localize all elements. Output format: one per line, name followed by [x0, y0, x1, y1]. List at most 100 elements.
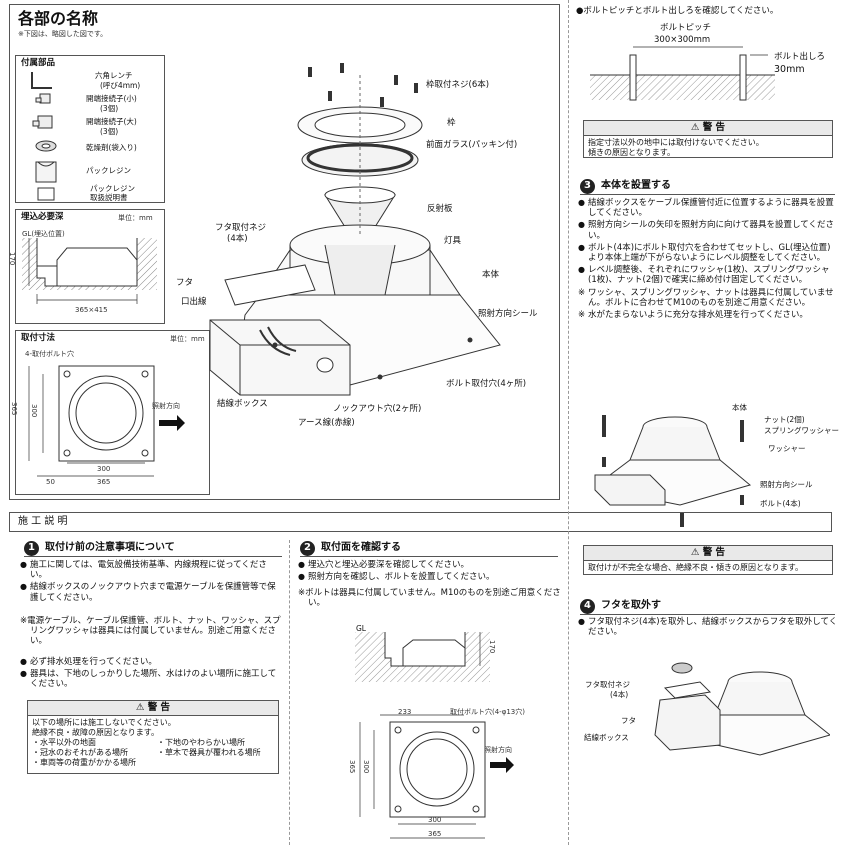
bolt-pitch-value: 300×300mm	[654, 35, 711, 45]
mount-unit: 単位：mm	[170, 335, 205, 343]
embed-depth-box	[15, 209, 165, 324]
label-earth: アース線(赤線)	[298, 418, 355, 428]
step4-label-lid: フタ	[621, 716, 636, 725]
step3-note: ワッシャ、スプリングワッシャ、ナットは器具に付属していません。ボルトに合わせてM…	[578, 288, 838, 308]
step1-header: 1 取付け前の注意事項について	[24, 540, 175, 556]
step3-item: 照射方向シールの矢印を照射方向に向けて器具を設置してください。	[578, 220, 838, 240]
step2-plan-diagram	[359, 714, 514, 839]
mount-dims-diagram	[28, 365, 185, 477]
embed-height: 170	[8, 252, 16, 266]
warning-step1: ⚠ 警 告 以下の場所には施工しないでください。 絶縁不良・故障の原因となります…	[27, 700, 279, 774]
acc-name-1: 開端接続子(小)	[86, 94, 137, 103]
label-knockout: ノックアウト穴(2ヶ所)	[333, 404, 422, 414]
warning-step1-intro-0: 以下の場所には施工しないでください。	[32, 718, 176, 727]
label-bolt-hole: ボルト取付穴(4ヶ所)	[446, 379, 527, 389]
embed-depth-diagram	[22, 238, 157, 304]
step1-item: 施工に関しては、電気設備技術基準、内線規程に従ってください。	[20, 560, 282, 580]
warning-bolt-line-1: 傾きの原因となります。	[588, 148, 675, 157]
embed-gl: GL(埋込位置)	[22, 230, 65, 238]
step3-item: ボルト(4本)にボルト取付穴を合わせてセットし、GL(埋込位置)より本体上端が下…	[578, 243, 838, 263]
step4-header: 4 フタを取外す	[580, 598, 661, 614]
large-connector-icon	[32, 115, 53, 129]
step1-underline	[24, 556, 282, 557]
hex-wrench-icon	[31, 72, 52, 89]
parts-note: ※下図は、略図した図です。	[18, 30, 108, 38]
label-frame-screw: 枠取付ネジ(6本)	[426, 80, 490, 90]
warning-step1-intro-1: 絶縁不良・故障の原因となります。	[32, 728, 159, 737]
step3-item: レベル調整後、それぞれにワッシャ(1枚)、スプリングワッシャ(1枚)、ナット(2…	[578, 265, 838, 285]
step1-list: 施工に関しては、電気設備技術基準、内線規程に従ってください。 結線ボックスのノッ…	[20, 560, 282, 605]
acc-detail-5: 取扱説明書	[90, 193, 128, 202]
step3-label-nut: ナット(2個)	[764, 415, 805, 424]
label-outlet: 口出線	[181, 297, 207, 307]
instructions-title: 施 工 説 明	[18, 516, 68, 527]
acc-detail-2: (3個)	[100, 127, 119, 136]
step2-note: ※ボルトは器具に付属していません。M10のものを別途ご用意ください。	[298, 588, 561, 609]
label-reflector: 反射板	[427, 204, 453, 214]
step2-number: 2	[300, 540, 315, 556]
step1-list-2: 必ず排水処理を行ってください。 器具は、下地のしっかりした場所、水はけのよい場所…	[20, 657, 282, 692]
acc-detail-1: (3個)	[100, 104, 119, 113]
step2-underline	[300, 556, 558, 557]
label-lid: フタ	[176, 278, 194, 288]
desiccant-icon	[35, 140, 57, 152]
parts-title: 各部の名称	[18, 9, 99, 28]
step2-direction: 照射方向	[484, 746, 512, 754]
step3-label-bolt: ボルト(4本)	[760, 499, 801, 508]
step2-list: 埋込穴と埋込必要深を確認してください。 照射方向を確認し、ボルトを設置してくださ…	[298, 560, 560, 584]
step4-list: フタ取付ネジ(4本)を取外し、結線ボックスからフタを取外してください。	[578, 617, 838, 639]
warning-bolt-line-0: 指定寸法以外の地中には取付けないでください。	[588, 138, 764, 147]
embed-unit: 単位：mm	[118, 214, 153, 222]
step1-item: 結線ボックスのノックアウト穴まで電源ケーブルを保護管等で保護してください。	[20, 582, 282, 602]
warning-step3-line: 取付けが不完全な場合、絶縁不良・傾きの原因となります。	[588, 563, 803, 572]
warning-step3: ⚠ 警 告 取付けが不完全な場合、絶縁不良・傾きの原因となります。	[583, 545, 833, 575]
mount-h1: 365	[10, 402, 18, 416]
step4-number: 4	[580, 598, 595, 614]
label-lid-screw: フタ取付ネジ	[215, 223, 267, 233]
warning-bolt: ⚠ 警 告 指定寸法以外の地中には取付けないでください。 傾きの原因となります。	[583, 120, 833, 158]
column-divider-2	[568, 0, 569, 845]
warning-step3-head: ⚠ 警 告	[584, 546, 832, 561]
warning-step1-head: ⚠ 警 告	[28, 701, 278, 716]
step4-label-box: 結線ボックス	[584, 733, 629, 742]
step4-item: フタ取付ネジ(4本)を取外し、結線ボックスからフタを取外してください。	[578, 617, 838, 637]
label-front-glass: 前面ガラス(パッキン付)	[426, 140, 518, 150]
small-connector-icon	[35, 93, 51, 104]
step3-diagram	[594, 415, 752, 527]
mount-dims-box	[15, 330, 210, 495]
step1-number: 1	[24, 540, 39, 556]
step3-number: 3	[580, 178, 595, 194]
accessories-icons	[31, 72, 57, 201]
step4-label-screw-count: (4本)	[610, 690, 629, 699]
step1-title: 取付け前の注意事項について	[45, 542, 175, 553]
accessories-title: 付属部品	[21, 58, 56, 68]
mount-h2: 300	[30, 404, 38, 418]
mount-title: 取付寸法	[21, 333, 56, 343]
step4-underline	[580, 614, 835, 615]
label-lamp: 灯具	[444, 236, 462, 246]
warning-step1-left: 冠水のおそれがある場所	[32, 748, 157, 758]
step3-note: 水がたまらないように充分な排水処理を行ってください。	[578, 310, 838, 320]
embed-title: 埋込必要深	[21, 212, 64, 222]
warning-bolt-head: ⚠ 警 告	[584, 121, 832, 136]
step3-label-seal: 照射方向シール	[760, 480, 813, 489]
label-junction-box: 結線ボックス	[217, 399, 268, 409]
step4-diagram	[654, 662, 830, 756]
bolt-pitch-label: ボルトピッチ	[660, 23, 712, 33]
step1-item: 必ず排水処理を行ってください。	[20, 657, 282, 667]
step3-underline	[580, 194, 835, 195]
step2-header: 2 取付面を確認する	[300, 540, 401, 556]
warning-step1-right: 草木で器具が覆われる場所	[157, 748, 261, 758]
step2-dim-w-top: 233	[398, 708, 412, 716]
step4-label-screw: フタ取付ネジ	[585, 680, 630, 689]
acc-name-2: 開端接続子(大)	[86, 117, 137, 126]
step2-item: 照射方向を確認し、ボルトを設置してください。	[298, 572, 560, 582]
step2-depth: 170	[488, 640, 496, 654]
warning-step1-left: 車両等の荷重がかかる場所	[32, 758, 157, 768]
mount-direction: 照射方向	[152, 402, 180, 410]
bolt-pitch-diagram	[590, 46, 775, 101]
acc-name-3: 乾燥剤(袋入り)	[86, 143, 137, 152]
instructions-header	[9, 512, 832, 532]
step2-item: 埋込穴と埋込必要深を確認してください。	[298, 560, 560, 570]
bolt-check-bullet: ●ボルトピッチとボルト出しろを確認してください。	[576, 6, 779, 16]
